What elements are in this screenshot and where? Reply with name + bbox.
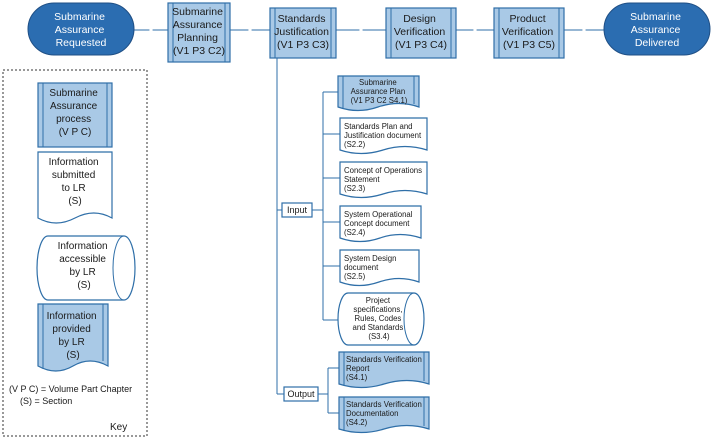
input-doc-system-design: System Design document (S2.5): [339, 249, 420, 287]
start-terminal: Submarine Assurance Requested: [27, 2, 135, 56]
stage-standards-justification-label: Standards Justification (V1 P3 C3): [274, 13, 332, 51]
stage-planning: Submarine Assurance Planning (V1 P3 C2): [167, 2, 231, 63]
key-provided-label: Information provided by LR (S): [47, 311, 100, 361]
stage-design-verification-label: Design Verification (V1 P3 C4): [394, 13, 448, 51]
input-doc-label: Concept of Operations Statement (S2.3): [344, 166, 424, 193]
output-label-box: Output: [283, 386, 319, 402]
stage-standards-justification: Standards Justification (V1 P3 C3): [269, 7, 337, 59]
key-title: Key: [110, 422, 127, 433]
output-doc-label: Standards Verification Report (S4.1): [346, 355, 424, 382]
key-panel: Submarine Assurance process (V P C) Info…: [2, 69, 148, 437]
start-terminal-label: Submarine Assurance Requested: [54, 11, 108, 49]
input-storage-label: Project specifications, Rules, Codes and…: [353, 296, 406, 341]
key-submitted-symbol: Information submitted to LR (S): [37, 151, 113, 224]
input-storage-project-specifications: Project specifications, Rules, Codes and…: [337, 292, 425, 346]
output-doc-standards-verification-report: Standards Verification Report (S4.1): [338, 351, 430, 389]
key-accessible-label: Information accessible by LR (S): [58, 241, 111, 291]
input-doc-submarine-assurance-plan: Submarine Assurance Plan (V1 P3 C2 S4.1): [337, 75, 420, 112]
input-doc-label: Standards Plan and Justification documen…: [344, 122, 423, 149]
key-submitted-label: Information submitted to LR (S): [49, 157, 102, 207]
connector-dot: [359, 28, 363, 32]
stage-planning-label: Submarine Assurance Planning (V1 P3 C2): [172, 6, 226, 57]
stage-product-verification: Product Verification (V1 P3 C5): [493, 7, 565, 59]
output-label: Output: [287, 389, 315, 399]
key-legend-s: (S) = Section: [20, 396, 72, 406]
connector-dot: [248, 28, 252, 32]
output-doc-label: Standards Verification Documentation (S4…: [346, 400, 424, 427]
end-terminal-label: Submarine Assurance Delivered: [630, 11, 684, 49]
input-doc-label: Submarine Assurance Plan (V1 P3 C2 S4.1): [351, 78, 408, 105]
input-doc-concept-of-operations: Concept of Operations Statement (S2.3): [339, 161, 428, 199]
key-provided-symbol: Information provided by LR (S): [37, 303, 109, 372]
input-doc-label: System Operational Concept document (S2.…: [344, 210, 415, 237]
connector-dot: [149, 28, 153, 32]
input-label: Input: [287, 205, 308, 215]
key-accessible-symbol: Information accessible by LR (S): [36, 235, 136, 301]
end-terminal: Submarine Assurance Delivered: [603, 2, 711, 56]
key-legend-vpc: (V P C) = Volume Part Chapter: [9, 384, 132, 394]
key-process-symbol: Submarine Assurance process (V P C): [37, 82, 113, 148]
stage-design-verification: Design Verification (V1 P3 C4): [385, 7, 457, 59]
input-doc-label: System Design document (S2.5): [344, 254, 399, 281]
input-label-box: Input: [281, 202, 313, 218]
connector-lines: [134, 29, 604, 414]
connector-dot: [473, 28, 477, 32]
connector-dot: [582, 28, 586, 32]
input-doc-system-operational-concept: System Operational Concept document (S2.…: [339, 205, 422, 243]
input-doc-standards-plan: Standards Plan and Justification documen…: [339, 117, 428, 155]
stage-product-verification-label: Product Verification (V1 P3 C5): [502, 13, 556, 51]
output-doc-standards-verification-documentation: Standards Verification Documentation (S4…: [338, 396, 430, 434]
key-process-label: Submarine Assurance process (V P C): [49, 88, 100, 138]
